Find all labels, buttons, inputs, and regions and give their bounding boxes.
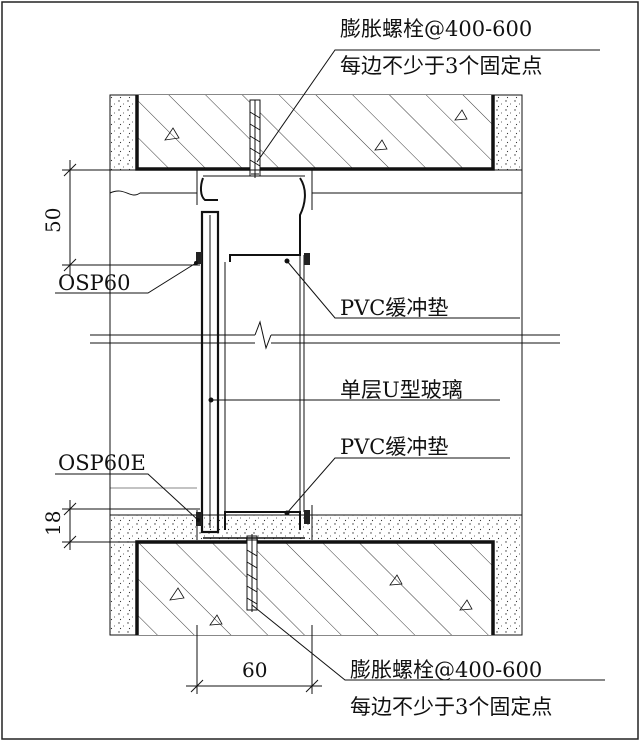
- dimension-vertical-top: [62, 160, 200, 275]
- bottom-bolt-label-line1: 膨胀螺栓@400-600: [350, 658, 542, 682]
- glass-label: 单层U型玻璃: [340, 378, 463, 402]
- osp60-label: OSP60: [58, 271, 130, 295]
- top-lintel: [109, 94, 523, 171]
- dimension-value-50: 50: [41, 208, 65, 233]
- u-glass-frame: [194, 170, 313, 540]
- pvc-bottom-label: PVC缓冲垫: [340, 435, 448, 459]
- bottom-anchor-bolt: [246, 534, 258, 612]
- top-anchor-bolt: [249, 99, 261, 178]
- top-bolt-label-line2: 每边不少于3个固定点: [340, 54, 542, 78]
- dimension-horizontal: [186, 625, 322, 694]
- osp60e-label: OSP60E: [58, 451, 146, 475]
- dimension-value-18: 18: [41, 511, 65, 536]
- dimension-value-60: 60: [242, 658, 267, 682]
- top-bolt-label-line1: 膨胀螺栓@400-600: [340, 17, 532, 41]
- dimension-vertical-bottom: [62, 500, 200, 550]
- bottom-sill: [109, 514, 523, 636]
- bottom-bolt-label-line2: 每边不少于3个固定点: [350, 695, 552, 719]
- leader-lines: [55, 49, 605, 681]
- break-line: [90, 320, 560, 350]
- pvc-top-label: PVC缓冲垫: [340, 296, 448, 320]
